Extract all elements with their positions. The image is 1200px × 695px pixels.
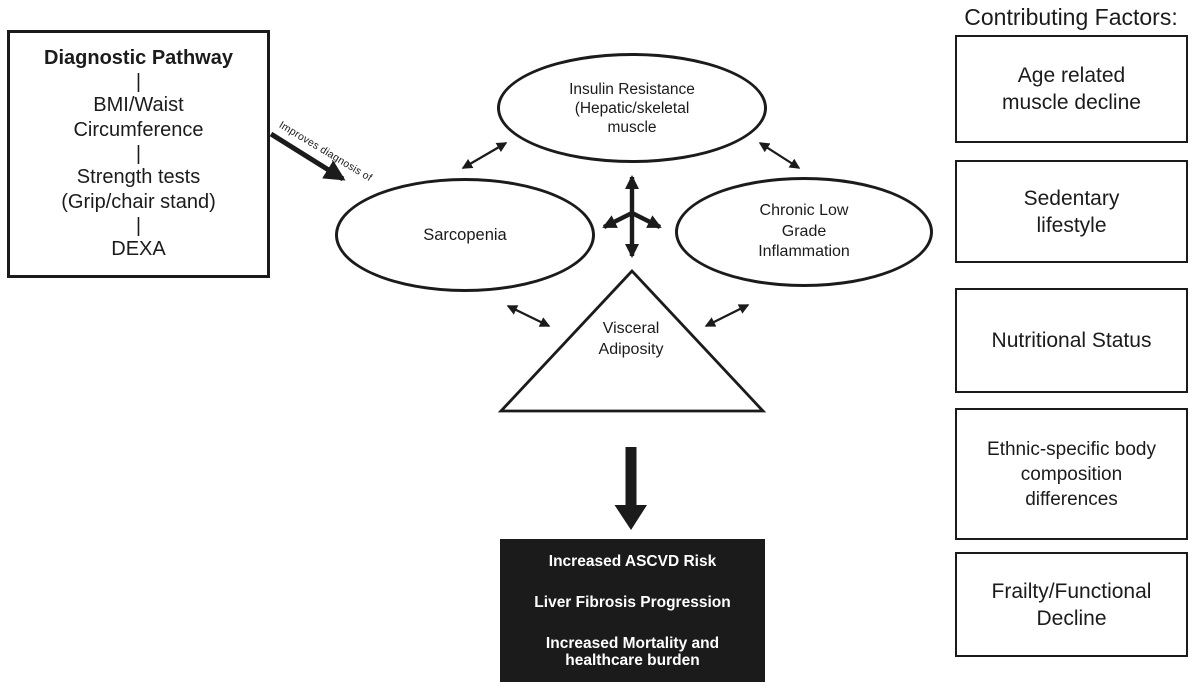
factor-line: differences	[1025, 488, 1118, 510]
node-label-line: muscle	[607, 118, 657, 136]
factor-line: Age related	[1017, 64, 1126, 87]
factor-line: composition	[1020, 463, 1123, 485]
node-label-line: Sarcopenia	[423, 226, 507, 244]
pathway-connector: |	[135, 71, 142, 93]
outcome-entry-ascvd: Increased ASCVD Risk	[549, 553, 716, 570]
diagnostic-pathway-title: Diagnostic Pathway	[44, 47, 233, 69]
outcome-line: healthcare burden	[565, 651, 700, 669]
pathway-step-line: Circumference	[73, 119, 204, 141]
node-label-line: Insulin Resistance	[569, 80, 695, 98]
node-sarcopenia: Sarcopenia	[335, 178, 595, 292]
node-label-line: Adiposity	[598, 341, 664, 358]
node-visceral-adiposity-label: Visceral Adiposity	[556, 318, 706, 360]
outcome-entry-mortality: Increased Mortality and healthcare burde…	[546, 635, 719, 669]
factor-line: lifestyle	[1036, 213, 1107, 237]
factor-line: Decline	[1036, 606, 1107, 630]
factor-box-ethnic-specific-body-composition: Ethnic-specific body composition differe…	[955, 408, 1188, 540]
pathway-connector: |	[135, 143, 142, 165]
outcome-line: Liver Fibrosis Progression	[534, 593, 731, 611]
node-label-line: Inflammation	[758, 243, 850, 261]
pathway-step-line: (Grip/chair stand)	[61, 191, 216, 213]
outcome-entry-fibrosis: Liver Fibrosis Progression	[534, 594, 730, 611]
factor-box-frailty-functional-decline: Frailty/Functional Decline	[955, 552, 1188, 657]
factor-box-nutritional-status: Nutritional Status	[955, 288, 1188, 393]
improves-diagnosis-label: Improves diagnosis of	[276, 119, 375, 185]
contributing-factors-heading: Contributing Factors:	[964, 4, 1178, 30]
factor-line: Sedentary	[1023, 186, 1120, 210]
hub-arrows	[602, 175, 662, 258]
node-label-line: Chronic Low	[759, 202, 849, 220]
diagnostic-pathway-box: Diagnostic Pathway | BMI/Waist Circumfer…	[7, 30, 270, 278]
pathway-step-line: BMI/Waist	[93, 94, 184, 116]
arrow-hub-to-sarcopenia	[602, 211, 633, 229]
outcome-line: Increased Mortality and	[545, 634, 720, 652]
node-chronic-inflammation: Chronic Low Grade Inflammation	[675, 177, 933, 287]
arrow-insulin-inflammation	[758, 142, 801, 169]
node-label-line: Visceral	[602, 320, 660, 337]
arrow-sarcopenia-insulin	[461, 142, 508, 169]
arrow-hub-to-inflammation	[631, 211, 662, 229]
pathway-step-line: DEXA	[111, 238, 166, 260]
factor-line: muscle decline	[1002, 91, 1141, 114]
outcome-line: Increased ASCVD Risk	[548, 552, 717, 570]
factor-line: Frailty/Functional	[991, 579, 1152, 603]
factor-box-age-related-muscle-decline: Age related muscle decline	[955, 35, 1188, 143]
factor-line: Ethnic-specific body	[987, 438, 1156, 460]
pathway-step-strength-tests: Strength tests (Grip/chair stand)	[61, 165, 216, 215]
outcomes-box: Increased ASCVD Risk Liver Fibrosis Prog…	[500, 539, 765, 682]
node-insulin-resistance: Insulin Resistance (Hepatic/skeletal mus…	[497, 53, 767, 163]
pathway-step-dexa: DEXA	[111, 237, 165, 262]
pathway-connector: |	[135, 215, 142, 237]
arrow-to-outcomes	[614, 447, 647, 530]
arrow-sarcopenia-visceral	[506, 305, 551, 327]
pathway-step-bmi-waist: BMI/Waist Circumference	[73, 93, 203, 143]
arrow-inflammation-visceral	[704, 304, 750, 327]
factor-box-sedentary-lifestyle: Sedentary lifestyle	[955, 160, 1188, 263]
factor-line: Nutritional Status	[991, 329, 1152, 352]
node-label-line: (Hepatic/skeletal	[574, 99, 690, 117]
node-label-line: Grade	[781, 222, 827, 240]
pathway-step-line: Strength tests	[76, 166, 201, 188]
